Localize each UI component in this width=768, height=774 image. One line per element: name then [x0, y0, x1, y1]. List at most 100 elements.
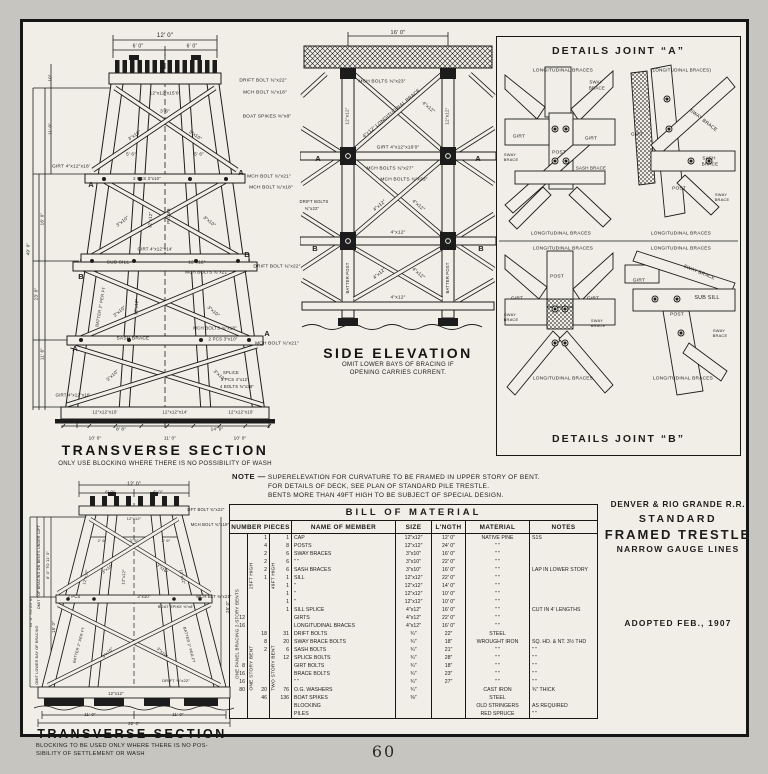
- bom-cell-name: BLOCKING: [291, 702, 396, 710]
- bom-header-length: L'NGTH: [431, 520, 466, 534]
- drawing-label: DRIFT ¾″x22″: [162, 677, 190, 683]
- bom-cell-c3: [269, 662, 292, 670]
- bom-cell-c3: 8: [269, 542, 292, 550]
- drawing-label: A: [88, 180, 94, 190]
- bom-cell-c3: [269, 702, 292, 710]
- bom-cell-c2: 1: [247, 574, 270, 582]
- drawing-label: 49FT HIGH: [271, 562, 277, 590]
- drawing-label: 4 BOLTS ¾″x28″: [219, 383, 255, 389]
- drawing-label: 49′ 0″: [25, 242, 31, 256]
- bom-cell-c2: [247, 702, 270, 710]
- drawing-label: 25FT HIGH: [249, 562, 255, 590]
- bom-cell-size: 3″x10″: [395, 566, 432, 574]
- drawing-label: SASH BRACE: [116, 336, 150, 342]
- bom-cell-notes: " ": [529, 646, 599, 654]
- drawing-label: BRACE: [588, 85, 606, 91]
- drawing-label: SWAY: [589, 79, 603, 85]
- drawing-label: 12″x12″: [188, 259, 206, 265]
- drawing-label: GIRT: [584, 136, 598, 142]
- bom-header-size: SIZE: [395, 520, 432, 534]
- bom-header-notes: NOTES: [528, 520, 599, 534]
- bom-cell-size: 12″x12″: [395, 598, 432, 606]
- bom-cell-size: 12″x12″: [395, 533, 432, 542]
- drawing-label: 12′ 0″: [156, 32, 174, 39]
- drawing-label: BATTER POST: [344, 262, 350, 294]
- drawing-label: MCH BOLTS ¾″x23″: [380, 177, 428, 183]
- bom-cell-material: " ": [465, 670, 530, 678]
- drawing-label: SWAY: [590, 317, 604, 323]
- bom-cell-notes: [529, 598, 599, 606]
- bom-cell-material: " ": [465, 662, 530, 670]
- bom-cell-length: 24′ 0″: [431, 542, 466, 550]
- bom-cell-notes: [529, 550, 599, 558]
- joint-details-panel: DETAILS JOINT “A” DETAILS JOINT “B” LONG…: [496, 36, 741, 456]
- drawing-label: MCH BLT ¾″x21″: [196, 593, 232, 599]
- bom-cell-c3: [269, 670, 292, 678]
- bom-cell-length: 21″: [431, 646, 466, 654]
- bom-cell-notes: [529, 590, 599, 598]
- drawing-label: MCH BOLT ¾″x18″: [243, 90, 287, 96]
- bom-cell-notes: [529, 542, 599, 550]
- title-block-adopted-date: ADOPTED FEB., 1907: [624, 618, 732, 628]
- bom-cell-c2: 18: [247, 630, 270, 638]
- bom-cell-notes: S1S: [529, 533, 599, 542]
- bom-header-material: MATERIAL: [465, 520, 530, 534]
- drawing-label: A: [238, 168, 244, 178]
- drawing-label: 4″x12″: [390, 230, 406, 236]
- bom-cell-c1: [229, 702, 248, 710]
- bom-cell-material: OLD STRINGERS: [465, 702, 530, 710]
- bom-cell-size: 4″x12″: [395, 606, 432, 614]
- bom-cell-length: [431, 694, 466, 702]
- bom-cell-name: SASH BOLTS: [291, 646, 396, 654]
- bom-cell-c2: [247, 614, 270, 622]
- drawing-label: 10″: [47, 74, 53, 82]
- bom-cell-length: 14′ 0″: [431, 582, 466, 590]
- drawing-label: GIRT 4″x12″x16′0″: [376, 145, 420, 151]
- bom-cell-length: [431, 710, 466, 719]
- bom-cell-name: GIRTS: [291, 614, 396, 622]
- drawing-label: 8′ 0″ TO 11′ 0″: [44, 550, 50, 580]
- bom-cell-c1: [229, 566, 248, 574]
- bom-cell-c1: [229, 574, 248, 582]
- bom-cell-c3: 31: [269, 630, 292, 638]
- drawing-label: LONGITUDINAL BRACES: [650, 231, 712, 237]
- bom-cell-material: " ": [465, 590, 530, 598]
- drawing-label: 6′ 0″: [153, 489, 163, 495]
- details-joint-b-title: DETAILS JOINT “B”: [552, 433, 685, 445]
- bom-row: 1"12″x12″10′ 0″" ": [229, 598, 599, 606]
- bom-cell-notes: [529, 582, 599, 590]
- drawing-label: 25′ 0″: [224, 601, 230, 613]
- bom-cell-c2: 2: [247, 646, 270, 654]
- bom-cell-size: [395, 702, 432, 710]
- side-elevation-subtitle-2: OPENING CARRIES CURRENT.: [349, 369, 447, 376]
- note-prefix: NOTE —: [232, 472, 266, 481]
- small-transverse-subtitle-2: SIBILITY OF SETTLEMENT OR WASH: [36, 751, 145, 757]
- bom-cell-c1: [229, 630, 248, 638]
- bom-cell-c1: [229, 533, 248, 542]
- bom-cell-c2: [247, 606, 270, 614]
- bom-cell-material: " ": [465, 606, 530, 614]
- drawing-label: SUB SILL: [106, 260, 130, 266]
- drawing-label: 16′ 0″: [390, 30, 406, 37]
- bom-cell-material: " ": [465, 622, 530, 630]
- drawing-label: 2 PCS: [67, 593, 81, 599]
- drawing-label: 3′ 6″: [160, 108, 170, 114]
- bom-row: 1"12″x12″10′ 0″" ": [229, 590, 599, 598]
- drawing-label: 2′ 6″: [97, 537, 107, 543]
- bom-cell-length: 16′ 0″: [431, 606, 466, 614]
- bom-cell-notes: " ": [529, 710, 599, 719]
- bom-cell-notes: [529, 694, 599, 702]
- drawing-label: DRIFT BOLT ¾″x22″: [253, 264, 301, 270]
- drawing-label: POST: [550, 274, 564, 280]
- bom-cell-notes: [529, 630, 599, 638]
- drawing-label: 16′ 0″: [39, 212, 45, 226]
- bom-cell-length: [431, 686, 466, 694]
- bom-cell-notes: " ": [529, 654, 599, 662]
- bom-cell-name: BRACE BOLTS: [291, 670, 396, 678]
